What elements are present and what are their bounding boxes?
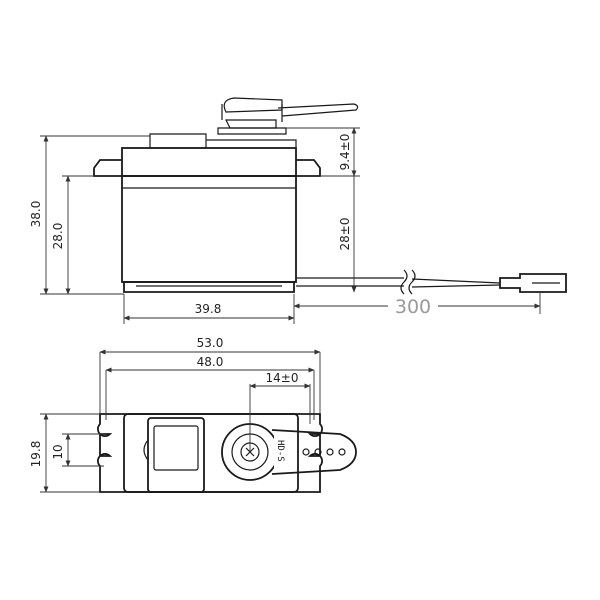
hole-spacing-label: 10 bbox=[51, 444, 65, 459]
brand-label: HD-S bbox=[275, 440, 285, 462]
lower-case bbox=[121, 175, 297, 283]
connector bbox=[499, 273, 567, 293]
horn-height-label: 9.4±0 bbox=[338, 134, 352, 171]
width-mount-label: 48.0 bbox=[197, 355, 224, 369]
flange-outline bbox=[97, 413, 323, 493]
width-overall-label: 53.0 bbox=[197, 336, 224, 350]
width-label: 39.8 bbox=[195, 302, 222, 316]
top-cap bbox=[149, 133, 297, 149]
cable bbox=[296, 269, 567, 295]
case-top bbox=[123, 413, 299, 493]
side-view: 38.0 28.0 9.4±0 28±0 39.8 300 bbox=[29, 97, 567, 324]
depth-label: 19.8 bbox=[29, 441, 43, 468]
mounting-flange bbox=[93, 159, 321, 177]
horn-holes bbox=[302, 448, 346, 456]
cable-length-label: 300 bbox=[395, 296, 431, 318]
horn-arm bbox=[271, 429, 357, 475]
horn-side bbox=[217, 97, 359, 135]
bottom-plate bbox=[123, 281, 295, 293]
case-height-tol-label: 28±0 bbox=[338, 218, 352, 251]
horn-offset-label: 14±0 bbox=[266, 371, 299, 385]
label-window bbox=[147, 417, 205, 493]
top-view: HD-S 53.0 48.0 14±0 19.8 10 bbox=[29, 336, 357, 493]
height-case-label: 28.0 bbox=[51, 223, 65, 250]
upper-case bbox=[121, 147, 297, 177]
height-total-label: 38.0 bbox=[29, 201, 43, 228]
